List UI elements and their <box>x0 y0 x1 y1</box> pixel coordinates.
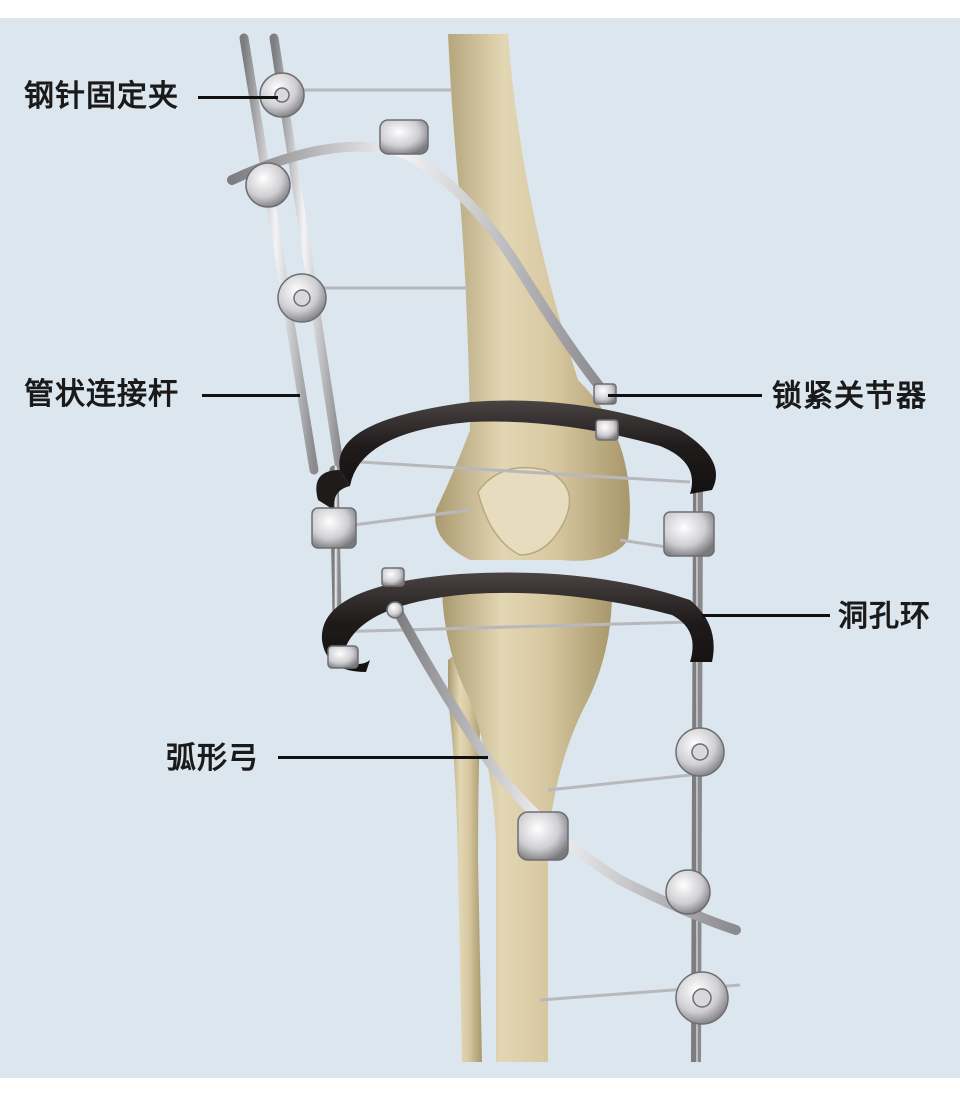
label-locking-joint: 锁紧关节器 <box>772 379 927 414</box>
leader-line-tubular-connecting-rod <box>202 394 300 397</box>
left-tubular-rods <box>239 33 345 665</box>
leader-line-arc-bow <box>278 756 488 759</box>
label-pin-clamp: 钢针固定夹 <box>24 79 179 114</box>
label-tubular-connecting-rod: 管状连接杆 <box>24 377 179 412</box>
label-arc-bow: 弧形弓 <box>166 741 259 776</box>
leader-line-perforated-ring <box>702 614 830 617</box>
lower-perforated-ring <box>321 572 714 672</box>
bone-group <box>435 34 630 1062</box>
upper-perforated-ring <box>316 400 716 510</box>
clamps-group <box>245 72 729 1025</box>
leader-line-pin-clamp <box>198 96 278 99</box>
patella-bone <box>477 466 571 556</box>
label-perforated-ring: 洞孔环 <box>838 599 931 634</box>
leader-line-locking-joint <box>608 394 762 397</box>
upper-arc-bow <box>227 141 609 397</box>
fibula-bone <box>448 653 482 1062</box>
